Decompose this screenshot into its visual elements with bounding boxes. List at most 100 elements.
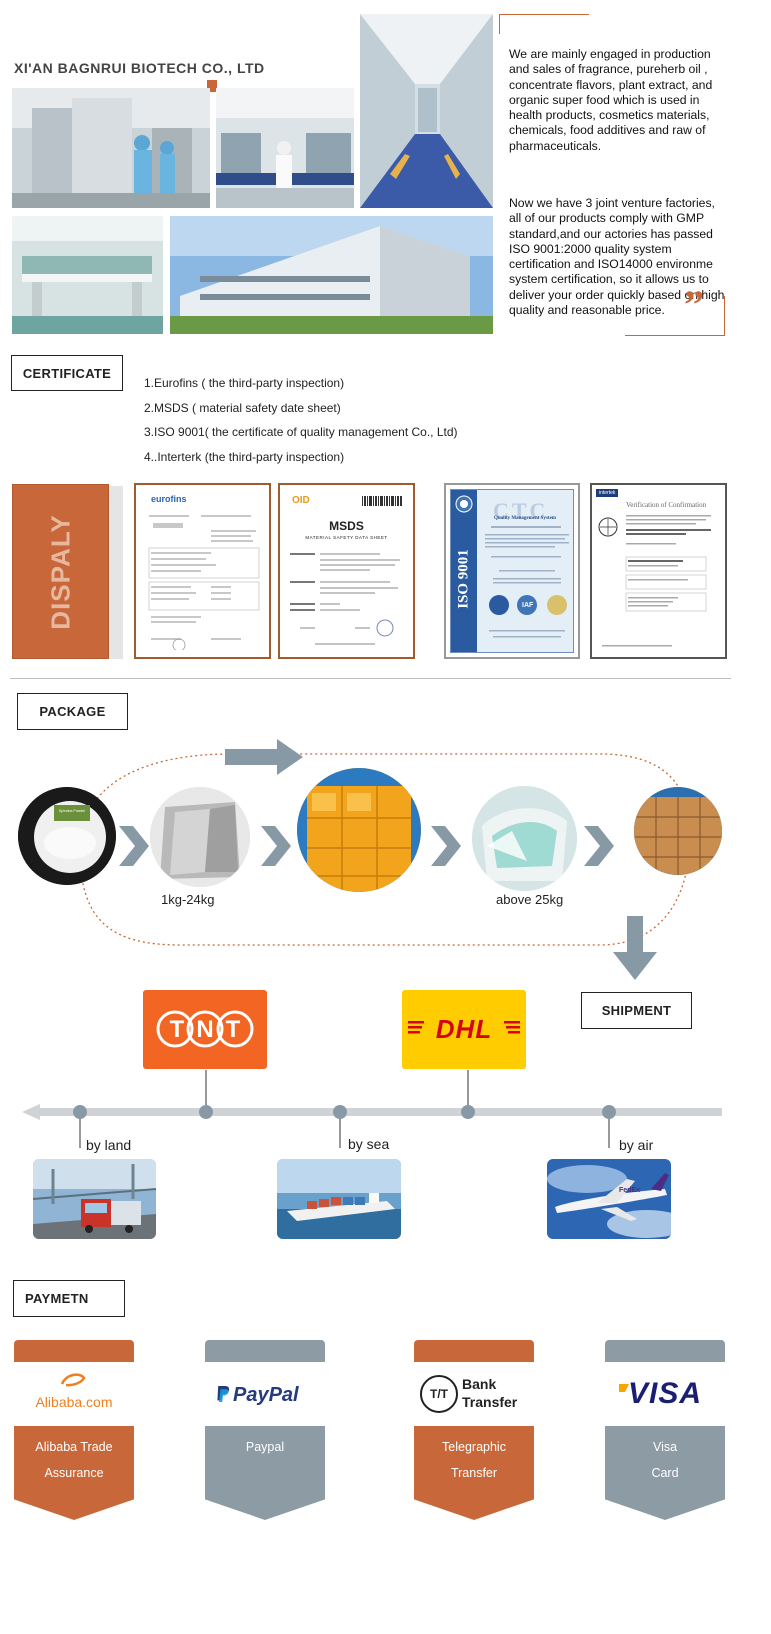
card-tab xyxy=(14,1340,134,1362)
card-label-line1: Paypal xyxy=(245,1440,285,1454)
iso-sidebar: ISO 9001 xyxy=(451,490,477,652)
transfer-text: Transfer xyxy=(462,1394,518,1410)
visa-logo: VISA xyxy=(605,1362,725,1426)
chevron-right-icon xyxy=(431,826,461,866)
card-label-line1: Visa xyxy=(652,1440,678,1454)
certificate-list: 1.Eurofins ( the third-party inspection)… xyxy=(144,371,458,469)
payment-card-paypal[interactable]: PayPal Paypal xyxy=(205,1340,325,1520)
tt-circle-icon: T/T xyxy=(420,1375,458,1413)
company-name: XI'AN BAGNRUI BIOTECH CO., LTD xyxy=(14,60,265,76)
small-package-label: 1kg-24kg xyxy=(161,892,215,907)
card-label: Telegraphic Transfer xyxy=(414,1426,534,1520)
dhl-logo: DHL xyxy=(402,990,526,1069)
by-land-label: by land xyxy=(86,1137,132,1153)
tnt-text: TNT xyxy=(169,1016,253,1043)
payment-card-bank-transfer[interactable]: T/T Bank Transfer Telegraphic Transfer xyxy=(414,1340,534,1520)
alibaba-text: Alibaba.com xyxy=(35,1394,113,1410)
seal-icon xyxy=(455,495,473,513)
iso-text-lines xyxy=(485,526,569,638)
truck-photo xyxy=(33,1159,156,1239)
by-sea-label: by sea xyxy=(348,1136,390,1152)
payment-heading: PAYMETN xyxy=(13,1280,125,1317)
card-label: Paypal xyxy=(205,1426,325,1520)
bank-transfer-logo: T/T Bank Transfer xyxy=(414,1362,534,1426)
intertek-certificate: intertek Verification of Confirmation xyxy=(590,483,727,659)
certificate-item: 4..Interterk (the third-party inspection… xyxy=(144,449,345,464)
doc-border: eurofins xyxy=(141,490,264,652)
card-label-line2: Card xyxy=(651,1466,679,1480)
intertek-title: Verification of Confirmation xyxy=(626,501,707,509)
alibaba-logo: Alibaba.com xyxy=(14,1362,134,1426)
tt-mark: T/T xyxy=(430,1387,448,1401)
tnt-circles-icon xyxy=(156,1010,254,1048)
accent-square xyxy=(207,80,217,92)
visa-text: VISA xyxy=(627,1377,703,1410)
certificate-heading: CERTIFICATE xyxy=(11,355,123,391)
large-package-label: above 25kg xyxy=(496,892,564,907)
eurofins-certificate: eurofins xyxy=(134,483,271,659)
card-label-line1: Alibaba Trade xyxy=(35,1440,113,1454)
chevron-right-icon xyxy=(119,826,149,866)
arrow-down-icon xyxy=(613,916,657,980)
arrow-right-icon xyxy=(225,739,303,775)
dhl-text: DHL xyxy=(435,1014,493,1044)
intertek-text-lines xyxy=(598,515,711,647)
card-label: Alibaba Trade Assurance xyxy=(14,1426,134,1520)
iso-certificate: ISO 9001 CTC Quality Management System I… xyxy=(444,483,580,659)
iso-logo: CTC xyxy=(493,498,549,523)
msds-subtitle: MATERIAL SAFETY DATA SHEET xyxy=(305,535,388,540)
paypal-text: PayPal xyxy=(233,1384,299,1406)
card-tab xyxy=(605,1340,725,1362)
lab-photo-2 xyxy=(216,88,354,208)
product-bowl-image: Spirulina Powder xyxy=(18,787,116,885)
bracket-bottom xyxy=(625,296,725,336)
eurofins-logo: eurofins xyxy=(151,494,187,504)
display-label: DISPALY xyxy=(45,513,75,630)
certificate-item: 2.MSDS ( material safety date sheet) xyxy=(144,400,341,415)
dhl-stripes-icon xyxy=(408,1021,520,1034)
plastic-bag-image xyxy=(472,786,577,891)
intertek-brand: intertek xyxy=(596,489,619,497)
ship-photo xyxy=(277,1159,401,1239)
certificate-item: 1.Eurofins ( the third-party inspection) xyxy=(144,376,345,390)
fiber-drums-image xyxy=(634,787,722,875)
section-divider xyxy=(10,678,731,679)
shipment-heading: SHIPMENT xyxy=(581,992,692,1029)
card-tab xyxy=(414,1340,534,1362)
intro-paragraph-2: Now we have 3 joint venture factories, a… xyxy=(509,196,725,318)
card-label-line2: Transfer xyxy=(450,1466,498,1480)
msds-brand: OID xyxy=(292,495,310,506)
iso-heading: Quality Management System xyxy=(494,516,556,521)
paypal-icon xyxy=(217,1386,230,1402)
card-tab xyxy=(205,1340,325,1362)
chevron-right-icon xyxy=(584,826,614,866)
chevron-right-icon xyxy=(261,826,291,866)
display-banner-shadow xyxy=(109,486,123,659)
quote-mark: ” xyxy=(684,282,704,327)
msds-certificate: OID MSDS MATERIAL SAFETY DATA SHEET xyxy=(278,483,415,659)
barcode-icon xyxy=(362,496,402,506)
msds-title: MSDS xyxy=(329,519,364,533)
factory-photo xyxy=(170,216,493,334)
iso-vertical-label: ISO 9001 xyxy=(455,549,472,609)
iso-inner: ISO 9001 CTC Quality Management System I… xyxy=(450,489,574,653)
bracket-top xyxy=(499,14,589,34)
bank-text: Bank xyxy=(462,1376,497,1392)
shipping-timeline xyxy=(22,1070,722,1148)
payment-card-alibaba[interactable]: Alibaba.com Alibaba Trade Assurance xyxy=(14,1340,134,1520)
package-heading: PACKAGE xyxy=(17,693,128,730)
msds-text-lines xyxy=(290,553,400,645)
card-label-line1: Telegraphic xyxy=(442,1440,506,1454)
payment-card-visa[interactable]: VISA Visa Card xyxy=(605,1340,725,1520)
eurofins-text-lines xyxy=(148,515,260,650)
intro-paragraph-1: We are mainly engaged in production and … xyxy=(509,47,713,153)
plane-photo: FedEx xyxy=(547,1159,671,1239)
card-label: Visa Card xyxy=(605,1426,725,1520)
carton-boxes-image xyxy=(297,768,421,892)
paypal-logo: PayPal xyxy=(205,1362,325,1426)
alibaba-icon xyxy=(60,1373,86,1387)
package-flow-loop xyxy=(79,753,691,946)
card-label-line2: Assurance xyxy=(44,1466,104,1480)
fedex-mark: FedEx xyxy=(619,1187,641,1194)
iaf-label: IAF xyxy=(522,602,534,609)
